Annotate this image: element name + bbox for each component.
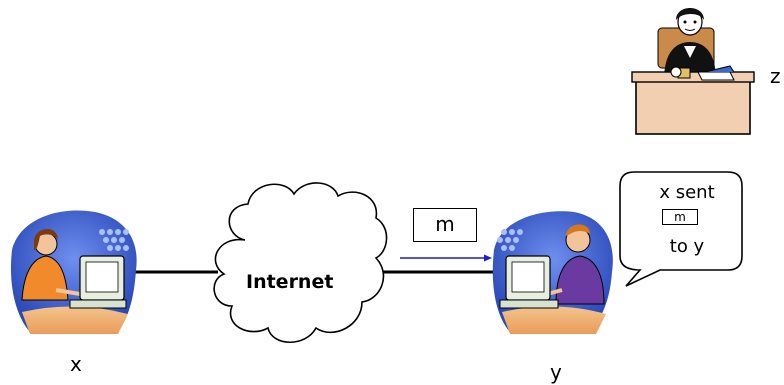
cloud-icon — [213, 182, 388, 343]
woman-at-computer-icon — [10, 210, 137, 334]
label-x: x — [70, 352, 82, 376]
judge-at-desk-icon — [631, 8, 755, 135]
label-z: z — [770, 64, 781, 88]
message-box: m — [413, 208, 477, 242]
internet-label: Internet — [246, 271, 334, 293]
label-y: y — [550, 360, 562, 384]
bubble-message-box: m — [662, 209, 698, 225]
bubble-line-3: to y — [669, 236, 705, 257]
man-at-computer-icon — [492, 211, 613, 334]
bubble-line-1: x sent — [659, 182, 715, 203]
speech-bubble — [619, 171, 743, 287]
message-arrow — [400, 254, 492, 262]
